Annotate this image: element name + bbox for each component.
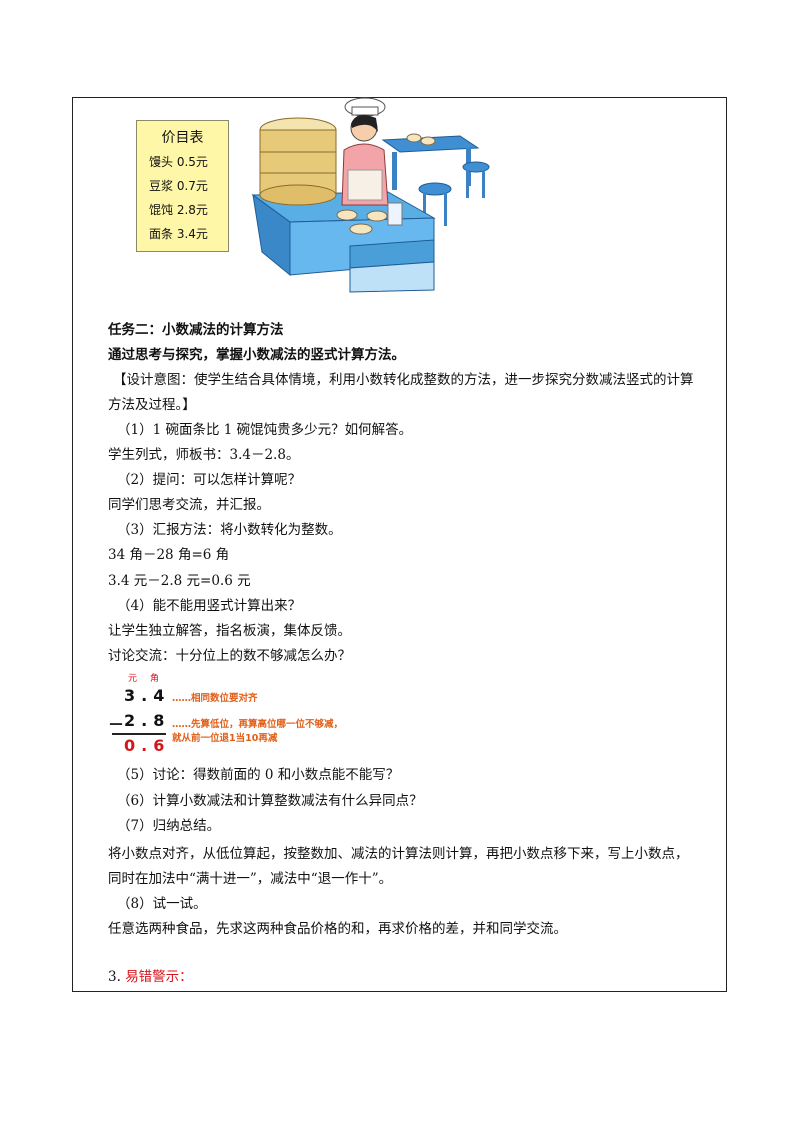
question-8-answer: 任意选两种食品，先求这两种食品价格的和，再求价格的差，并和同学交流。 [108,921,567,937]
snack-shop-illustration [251,97,490,293]
warning-number: 3. [108,969,121,985]
page-frame [72,97,727,992]
cook-icon [341,97,389,206]
price-card: 价目表 馒头 0.5元 豆浆 0.7元 馄饨 2.8元 面条 3.4元 [136,120,229,252]
minus-sign: － [108,715,131,734]
price-item: 馄饨 2.8元 [149,203,208,217]
equation-yuan: 3.4 元－2.8 元=0.6 元 [108,573,251,589]
steamer-basket-icon [259,117,337,206]
question-4: （4）能不能用竖式计算出来？ [117,598,302,614]
question-3: （3）汇报方法：将小数转化为整数。 [117,522,342,538]
question-7: （7）归纳总结。 [117,818,221,834]
unit-yuan: 元 [128,674,138,684]
question-4-answer: 让学生独立解答，指名板演，集体反馈。 [108,623,351,639]
price-card-title: 价目表 [161,130,204,146]
summary: 将小数点对齐，从低位算起，按整数加、减法的计算法则计算，再把小数点移下来，写上小… [108,846,689,862]
question-5: （5）讨论：得数前面的 0 和小数点能不能写？ [117,767,400,783]
note-align-digits: ……相同数位要对齐 [172,693,258,704]
price-item: 豆浆 0.7元 [149,179,208,193]
price-item: 面条 3.4元 [149,227,208,241]
summary-cont: 同时在加法中“满十进一”，减法中“退一作十”。 [108,871,393,887]
note-borrow-line1: ……先算低位，再算高位哪一位不够减， [172,719,344,730]
result-line [112,733,166,735]
question-8: （8）试一试。 [117,896,207,912]
warning-section: 3. 易错警示： [108,968,193,986]
question-2: （2）提问：可以怎样计算呢？ [117,472,302,488]
stool-icon [418,161,490,226]
task-goal: 通过思考与探究，掌握小数减法的竖式计算方法。 [108,347,405,363]
design-intent: 【设计意图：使学生结合具体情境，利用小数转化成整数的方法，进一步探究分数减法竖式… [113,372,694,388]
bowl-icon [336,202,403,235]
unit-jiao: 角 [150,674,160,684]
subtrahend: 2.8 [124,711,171,730]
question-1: （1）1 碗面条比 1 碗馄饨贵多少元？如何解答。 [117,422,413,438]
difference: 0.6 [124,736,171,755]
note-borrow-line2: 就从前一位退1当10再减 [172,733,278,744]
equation-jiao: 34 角－28 角=6 角 [108,547,230,563]
counter-icon [251,191,436,293]
design-intent-cont: 方法及过程。】 [108,397,196,413]
question-2-answer: 同学们思考交流，并汇报。 [108,497,270,513]
question-1-answer: 学生列式，师板书：3.4－2.8。 [108,447,300,463]
task-title: 任务二：小数减法的计算方法 [108,322,284,338]
warning-label: 易错警示： [125,969,193,985]
discussion-prompt: 讨论交流：十分位上的数不够减怎么办？ [108,648,351,664]
price-item: 馒头 0.5元 [149,155,208,169]
question-6: （6）计算小数减法和计算整数减法有什么异同点？ [117,793,423,809]
minuend: 3.4 [124,686,171,705]
